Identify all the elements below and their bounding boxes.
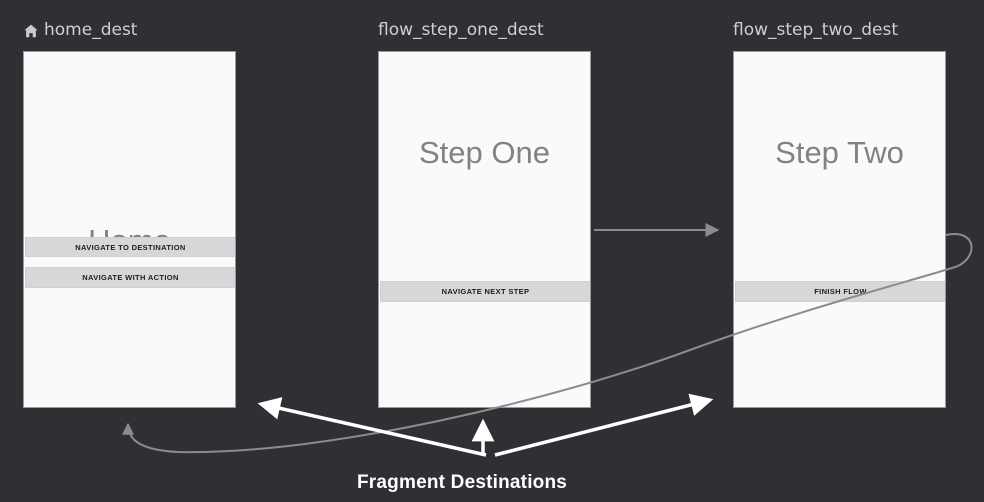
destination-label-home-dest: home_dest <box>23 20 137 40</box>
destination-label-flow-step-one-dest: flow_step_one_dest <box>378 20 544 40</box>
finish-flow-button[interactable]: FINISH FLOW <box>735 281 945 302</box>
home-icon <box>23 23 39 39</box>
card-title: Step Two <box>775 135 904 170</box>
navigate-next-step-button[interactable]: NAVIGATE NEXT STEP <box>380 281 590 302</box>
destination-card-flow-step-one-dest[interactable]: Step One NAVIGATE NEXT STEP <box>378 51 591 408</box>
navigate-with-action-button[interactable]: NAVIGATE WITH ACTION <box>25 267 235 288</box>
destination-label-text: flow_step_two_dest <box>733 20 899 40</box>
destination-card-home-dest[interactable]: Home NAVIGATE TO DESTINATION NAVIGATE WI… <box>23 51 236 408</box>
destination-label-text: flow_step_one_dest <box>378 20 544 40</box>
callout-arrow-right <box>494 393 714 457</box>
destination-card-flow-step-two-dest[interactable]: Step Two FINISH FLOW <box>733 51 946 408</box>
destination-label-text: home_dest <box>44 20 138 40</box>
card-title: Step One <box>419 135 550 170</box>
callout-arrow-left <box>257 397 487 457</box>
callout-label: Fragment Destinations <box>357 472 568 493</box>
destination-label-flow-step-two-dest: flow_step_two_dest <box>733 20 898 40</box>
navigate-to-destination-button[interactable]: NAVIGATE TO DESTINATION <box>25 237 235 257</box>
